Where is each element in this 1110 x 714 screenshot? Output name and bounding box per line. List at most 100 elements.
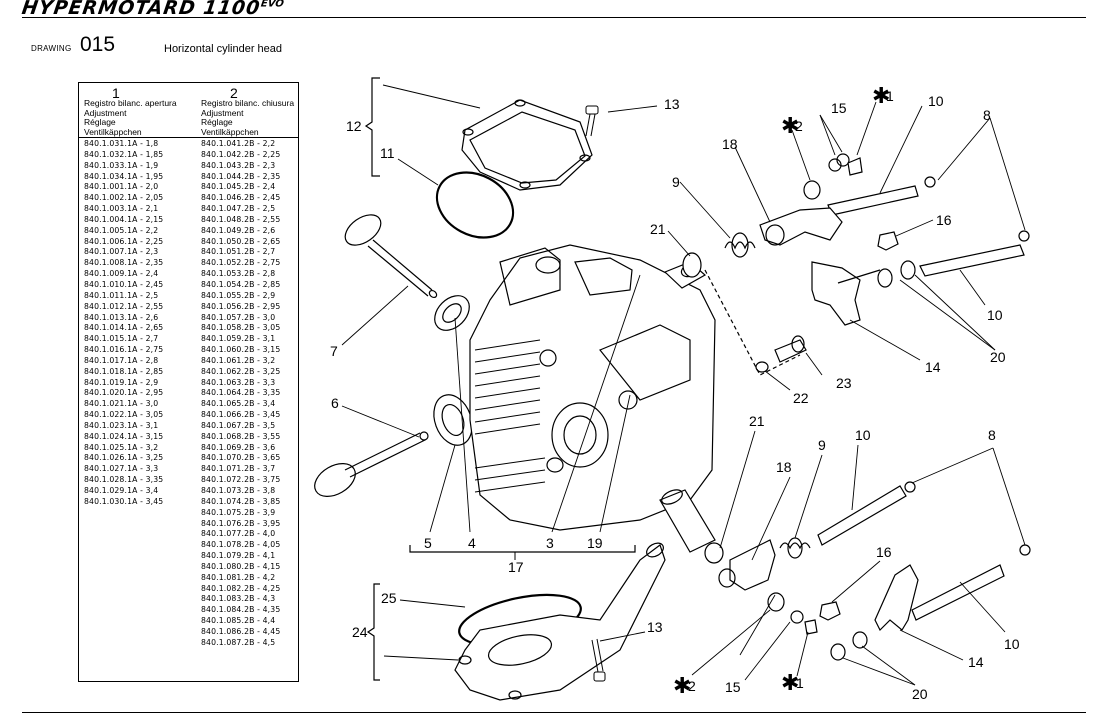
shim-code-row: 840.1.061.2B - 3,2	[201, 355, 276, 365]
callout-10-mid: 10	[855, 427, 871, 443]
shim-code-row: 840.1.086.2B - 4,45	[201, 626, 281, 636]
shim-code-row: 840.1.005.1A - 2,2	[84, 225, 159, 235]
shim-code-row: 840.1.083.2B - 4,3	[201, 594, 276, 604]
shim-code-row: 840.1.082.2B - 4,25	[201, 583, 281, 593]
header-rule	[22, 17, 1086, 18]
shim-code-row: 840.1.045.2B - 2,4	[201, 182, 276, 192]
callout-16-top: 16	[936, 212, 952, 228]
callout-9-top: 9	[672, 174, 680, 190]
shim-code-row: 840.1.062.2B - 3,25	[201, 366, 281, 376]
col2-heading: Registro bilanc. chiusura Adjustment Rég…	[201, 98, 295, 137]
shim-code-row: 840.1.003.1A - 2,1	[84, 204, 159, 214]
shim-code-row: 840.1.010.1A - 2,45	[84, 279, 164, 289]
shim-code-row: 840.1.065.2B - 3,4	[201, 399, 276, 409]
shim-code-row: 840.1.016.1A - 2,75	[84, 345, 164, 355]
callout-8-bottom: 8	[988, 427, 996, 443]
shim-code-row: 840.1.031.1A - 1,8	[84, 139, 159, 148]
shim-code-row: 840.1.030.1A - 3,45	[84, 496, 164, 506]
screw-part-top	[585, 105, 599, 137]
shim-code-row: 840.1.026.1A - 3,25	[84, 453, 164, 463]
footer-rule	[22, 712, 1086, 713]
col1-number: 1	[112, 85, 120, 101]
callout-21-bottom: 21	[749, 413, 765, 429]
group-bracket-24	[366, 583, 380, 681]
shim-code-row: 840.1.019.1A - 2,9	[84, 377, 159, 387]
callout-10-right: 10	[987, 307, 1003, 323]
shim-code-row: 840.1.052.2B - 2,75	[201, 258, 281, 268]
lower-rocker-assembly	[704, 481, 1031, 661]
o-ring-part	[435, 171, 515, 239]
shim-code-row: 840.1.049.2B - 2,6	[201, 225, 276, 235]
shim-code-row: 840.1.022.1A - 3,05	[84, 410, 164, 420]
callout-3: 3	[546, 535, 554, 551]
shim-code-row: 840.1.020.1A - 2,95	[84, 388, 164, 398]
drawing-title: Horizontal cylinder head	[164, 43, 283, 55]
shim-code-row: 840.1.069.2B - 3,6	[201, 442, 276, 452]
callout-24: 24	[352, 624, 368, 640]
shim-code-row: 840.1.080.2B - 4,15	[201, 561, 281, 571]
callout-star-2-top: ✱	[781, 113, 799, 138]
table-heading-rule	[79, 137, 298, 138]
shim-code-row: 840.1.024.1A - 3,15	[84, 431, 164, 441]
shim-code-row: 840.1.075.2B - 3,9	[201, 507, 276, 517]
callout-17: 17	[508, 559, 524, 575]
shim-code-row: 840.1.041.2B - 2,2	[201, 139, 276, 148]
shim-code-row: 840.1.077.2B - 4,0	[201, 529, 276, 539]
shim-code-row: 840.1.053.2B - 2,8	[201, 269, 276, 279]
callout-20-bottom: 20	[912, 686, 928, 702]
shim-code-row: 840.1.002.1A - 2,05	[84, 193, 164, 203]
shim-code-row: 840.1.013.1A - 2,6	[84, 312, 159, 322]
shim-code-row: 840.1.009.1A - 2,4	[84, 269, 159, 279]
callout-12: 12	[346, 118, 362, 134]
shim-code-row: 840.1.058.2B - 3,05	[201, 323, 281, 333]
leader-lines	[341, 84, 1026, 686]
callout-18-top: 18	[722, 136, 738, 152]
shim-code-row: 840.1.021.1A - 3,0	[84, 399, 159, 409]
shim-code-row: 840.1.025.1A - 3,2	[84, 442, 159, 452]
valve-seal-part	[433, 295, 473, 446]
group-bracket-17	[409, 545, 636, 553]
shim-code-row: 840.1.071.2B - 3,7	[201, 464, 276, 474]
intake-manifold-part	[454, 542, 666, 701]
shim-code-row: 840.1.004.1A - 2,15	[84, 214, 164, 224]
callout-13-bottom: 13	[647, 619, 663, 635]
shim-code-row: 840.1.070.2B - 3,65	[201, 453, 281, 463]
callout-6: 6	[331, 395, 339, 411]
shim-code-row: 840.1.067.2B - 3,5	[201, 420, 276, 430]
valve-cover-part	[461, 99, 593, 191]
cylinder-head-body	[469, 244, 716, 531]
callout-2-top: 2	[795, 118, 803, 134]
shim-code-row: 840.1.007.1A - 2,3	[84, 247, 159, 257]
shim-code-row: 840.1.076.2B - 3,95	[201, 518, 281, 528]
shim-code-row: 840.1.059.2B - 3,1	[201, 334, 276, 344]
shim-code-row: 840.1.068.2B - 3,55	[201, 431, 281, 441]
callout-13-top: 13	[664, 96, 680, 112]
upper-rocker-assembly	[682, 153, 1030, 376]
callout-star-1-bottom: ✱	[781, 670, 799, 695]
callout-22: 22	[793, 390, 809, 406]
shim-code-row: 840.1.015.1A - 2,7	[84, 334, 159, 344]
callout-11: 11	[380, 145, 395, 161]
callout-7: 7	[330, 343, 338, 359]
screw-part-bottom	[591, 638, 606, 682]
shim-code-row: 840.1.048.2B - 2,55	[201, 214, 281, 224]
shim-code-row: 840.1.034.1A - 1,95	[84, 171, 164, 181]
drawing-label: DRAWING	[31, 44, 72, 53]
shim-code-row: 840.1.074.2B - 3,85	[201, 496, 281, 506]
callout-star-1-top: ✱	[872, 83, 890, 108]
callout-5: 5	[424, 535, 432, 551]
shim-code-row: 840.1.064.2B - 3,35	[201, 388, 281, 398]
callout-25: 25	[381, 590, 397, 606]
shim-code-row: 840.1.023.1A - 3,1	[84, 420, 159, 430]
callout-15-top: 15	[831, 100, 847, 116]
shim-code-row: 840.1.046.2B - 2,45	[201, 193, 281, 203]
shim-code-row: 840.1.017.1A - 2,8	[84, 355, 159, 365]
callout-4: 4	[468, 535, 476, 551]
shim-code-row: 840.1.085.2B - 4,4	[201, 616, 276, 626]
shim-code-row: 840.1.060.2B - 3,15	[201, 345, 281, 355]
shim-code-row: 840.1.063.2B - 3,3	[201, 377, 276, 387]
shim-code-row: 840.1.012.1A - 2,55	[84, 301, 164, 311]
